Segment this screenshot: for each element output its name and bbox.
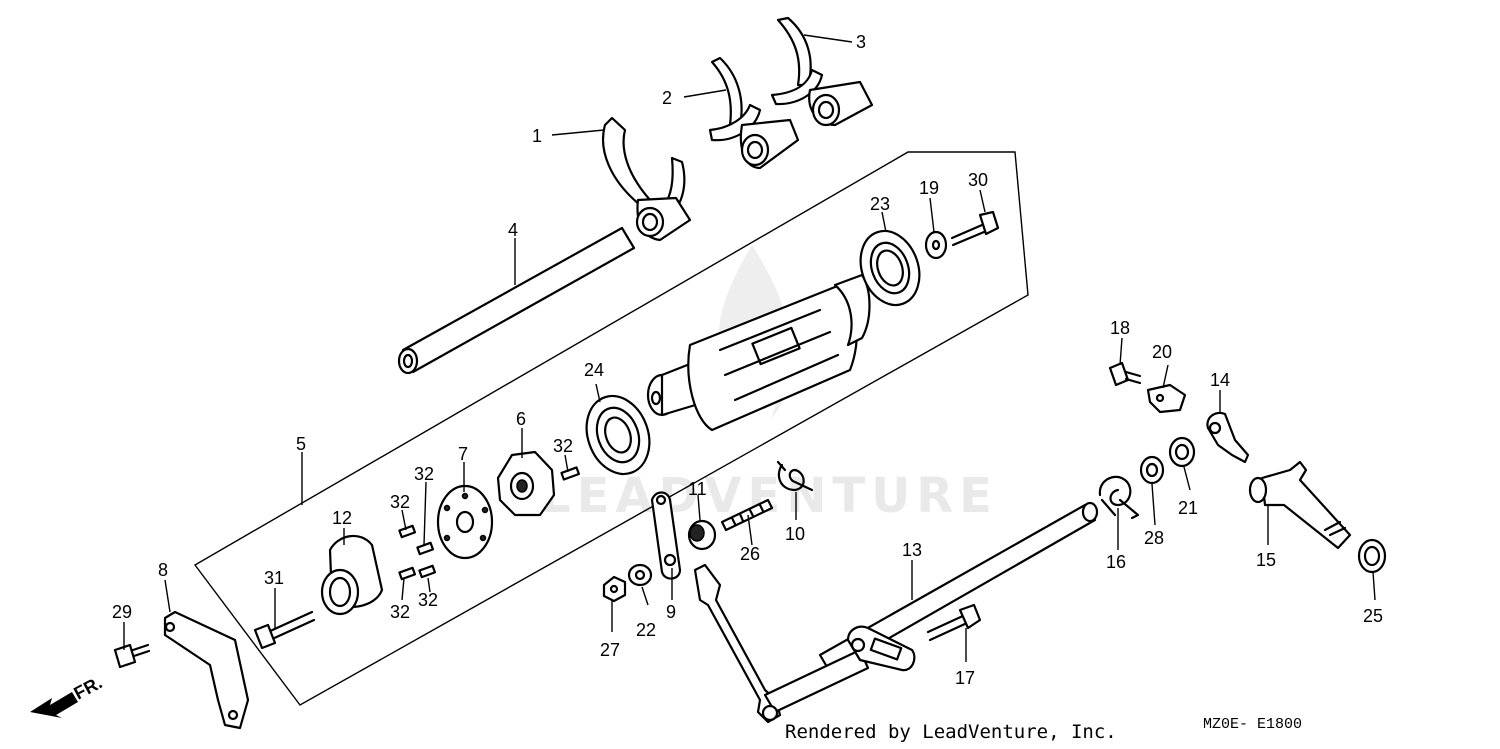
shift-fork-1[interactable] (601, 116, 692, 242)
bolt-18[interactable] (1108, 361, 1142, 387)
callout-6: 6 (516, 409, 526, 429)
collar-11[interactable] (687, 519, 717, 551)
callout-16: 16 (1106, 552, 1126, 572)
callout-4: 4 (508, 220, 518, 240)
callout-21: 21 (1178, 498, 1198, 518)
callout-1: 1 (532, 126, 542, 146)
callout-labels: 1 2 3 4 5 6 7 8 9 10 11 12 13 14 15 16 1… (112, 32, 1383, 688)
callout-24: 24 (584, 360, 604, 380)
washer-28[interactable] (1139, 455, 1165, 485)
callout-5: 5 (296, 434, 306, 454)
shift-arm-14[interactable] (1206, 411, 1250, 464)
bearing-23[interactable] (851, 223, 930, 314)
callout-32-e: 32 (553, 436, 573, 456)
nut-27[interactable] (602, 575, 627, 603)
callout-31: 31 (264, 568, 284, 588)
diagram-code: MZ0E- E1800 (1203, 716, 1302, 733)
callout-3: 3 (856, 32, 866, 52)
callout-11: 11 (688, 479, 707, 499)
stopper-plate-8[interactable] (163, 610, 250, 730)
callout-15: 15 (1256, 550, 1276, 570)
stopper-arm-9[interactable] (650, 491, 682, 580)
bearing-24[interactable] (576, 387, 660, 483)
callout-9: 9 (666, 602, 676, 622)
callout-17: 17 (955, 668, 975, 688)
callout-32-a: 32 (390, 492, 410, 512)
shift-fork-2[interactable] (708, 56, 800, 170)
plate-7[interactable] (436, 484, 494, 560)
callout-26: 26 (740, 544, 760, 564)
callout-27: 27 (600, 640, 620, 660)
shift-drum[interactable] (646, 273, 871, 432)
callout-8: 8 (158, 560, 168, 580)
stud-26[interactable] (720, 498, 774, 532)
callout-12: 12 (332, 508, 352, 528)
return-spring-16[interactable] (1098, 475, 1140, 520)
front-direction-arrow: FR. (30, 672, 105, 718)
callout-20: 20 (1152, 342, 1172, 362)
fork-shaft-4[interactable] (397, 226, 636, 375)
callout-29: 29 (112, 602, 132, 622)
callout-32-c: 32 (390, 602, 410, 622)
credit-text: Rendered by LeadVenture, Inc. (785, 721, 1117, 743)
callout-32-b: 32 (414, 464, 434, 484)
washer-21[interactable] (1168, 436, 1196, 468)
callout-22: 22 (636, 620, 656, 640)
callout-23: 23 (870, 194, 890, 214)
bolt-29[interactable] (113, 643, 151, 669)
washer-19[interactable] (924, 230, 948, 260)
washer-22[interactable] (627, 563, 653, 587)
callout-10: 10 (785, 524, 805, 544)
bolt-31[interactable] (253, 610, 316, 650)
callout-19: 19 (919, 178, 939, 198)
oil-seal-25[interactable] (1357, 538, 1387, 574)
plate-20[interactable] (1146, 383, 1187, 414)
drum-center-6[interactable] (496, 450, 556, 517)
assembly-frame (193, 151, 1029, 706)
gearshift-spindle-13[interactable] (693, 501, 1099, 724)
callout-32-d: 32 (418, 590, 438, 610)
callout-2: 2 (662, 88, 672, 108)
shift-shaft-15[interactable] (1248, 460, 1352, 550)
callout-18: 18 (1110, 318, 1130, 338)
callout-30: 30 (968, 170, 988, 190)
callout-28: 28 (1144, 528, 1164, 548)
bolt-30[interactable] (950, 210, 1000, 247)
leader-lines (123, 34, 1376, 662)
callout-7: 7 (458, 444, 468, 464)
collar-12[interactable] (320, 534, 384, 616)
spring-10[interactable] (776, 460, 814, 492)
watermark-text: LEADVENTURE (540, 468, 998, 524)
bolt-17[interactable] (926, 603, 982, 642)
shift-fork-3[interactable] (770, 16, 874, 127)
callout-13: 13 (902, 540, 922, 560)
callout-25: 25 (1363, 606, 1383, 626)
callout-14: 14 (1210, 370, 1230, 390)
